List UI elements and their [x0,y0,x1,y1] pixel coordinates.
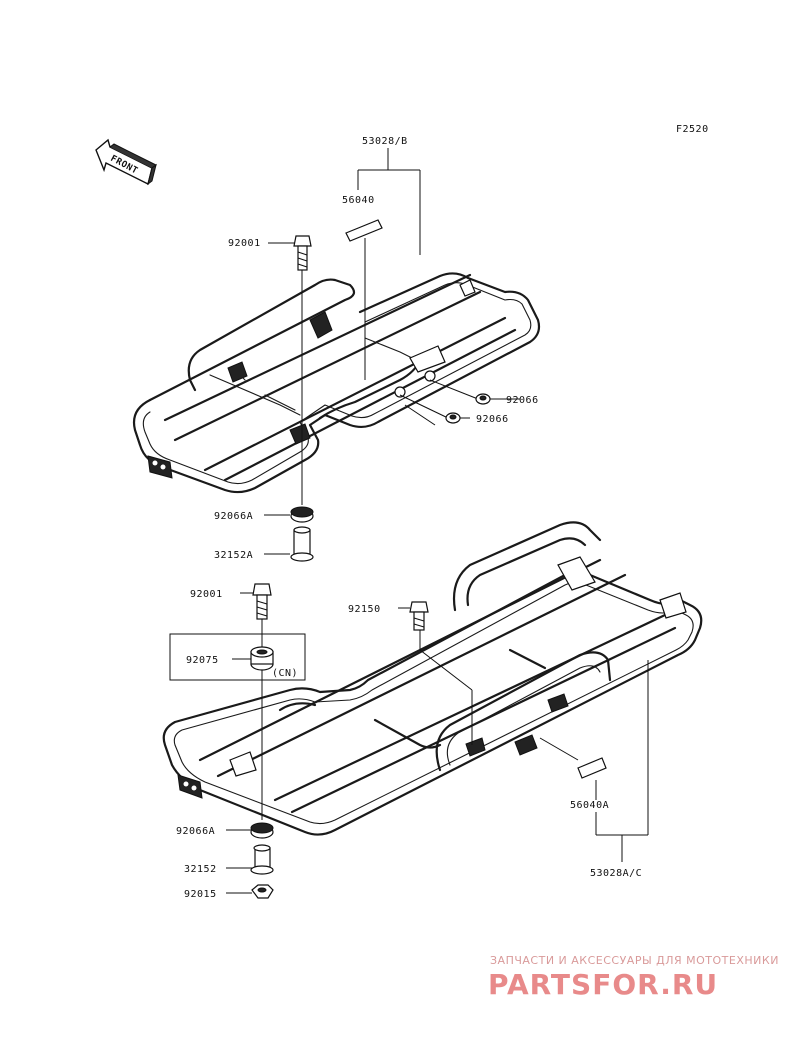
nut-92015 [251,884,274,899]
part-label-32152a: 32152A [214,550,253,561]
bolt-92001-top [293,235,312,271]
leader-lines [169,148,649,894]
part-label-92066a-top: 92066A [214,511,253,522]
part-label-92150: 92150 [348,604,381,615]
part-label-cn: (CN) [272,668,298,679]
bush-32152 [250,844,274,875]
part-label-92075: 92075 [186,655,219,666]
bush-32152a [290,526,314,562]
figure-code: F2520 [676,124,709,135]
part-label-92001-bottom: 92001 [190,589,223,600]
watermark-tagline: ЗАПЧАСТИ И АКСЕССУАРЫ ДЛЯ МОТОТЕХНИКИ [490,954,779,967]
part-label-92066a-bottom: 92066A [176,826,215,837]
collar-92066a-top [290,506,314,523]
front-direction-arrow-icon: FRONT [95,138,157,186]
top-rack-assembly [132,272,541,494]
bolt-92150 [409,601,429,631]
nut-92066-b [445,412,461,424]
part-label-53028b: 53028/B [362,136,408,147]
part-label-92066-b: 92066 [476,414,509,425]
label-56040 [345,219,383,242]
part-label-92001-top: 92001 [228,238,261,249]
watermark-brand: PARTSFOR.RU [488,968,718,1001]
part-label-53028ac: 53028A/C [590,868,642,879]
part-label-56040a: 56040A [570,800,609,811]
part-label-32152: 32152 [184,864,217,875]
grommet-92075 [250,646,274,671]
part-label-56040: 56040 [342,195,375,206]
collar-92066a-bottom [250,822,274,839]
bottom-rack-assembly [162,521,703,836]
nut-92066-a [475,393,491,405]
part-label-92066-a: 92066 [506,395,539,406]
part-label-92015: 92015 [184,889,217,900]
bolt-92001-bottom [252,583,272,620]
label-56040a [577,757,607,779]
